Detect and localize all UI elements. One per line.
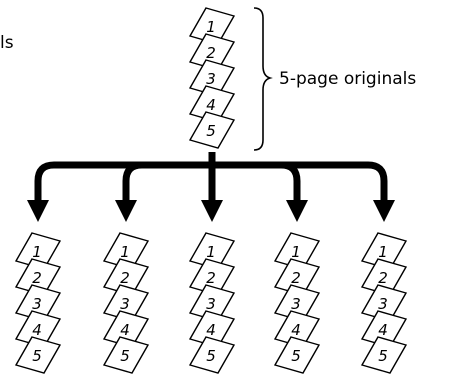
page-outline	[102, 336, 150, 374]
page-sheet: 5	[273, 336, 321, 374]
page-sheet: 5	[188, 111, 236, 149]
page-number: 2	[378, 269, 388, 287]
page-number: 1	[291, 243, 301, 261]
page-number: 5	[32, 347, 42, 365]
page-outline	[188, 336, 236, 374]
originals-brace	[253, 7, 273, 151]
arrow-to-copy-5	[212, 161, 388, 200]
page-number: 5	[378, 347, 388, 365]
page-number: 2	[206, 44, 216, 62]
copy-stack-3: 1 2 3 4 5	[188, 232, 236, 374]
truncated-label: ls	[0, 33, 14, 53]
page-outline	[360, 336, 408, 374]
copy-stack-2: 1 2 3 4 5	[102, 232, 150, 374]
originals-label: 5-page originals	[279, 69, 416, 89]
distribution-arrows	[34, 152, 388, 200]
arrow-to-copy-1	[34, 161, 212, 200]
page-number: 4	[32, 321, 42, 339]
page-number: 1	[206, 18, 216, 36]
arrow-to-copy-2	[122, 161, 212, 200]
arrow-to-copy-4	[212, 161, 301, 200]
page-number: 1	[32, 243, 42, 261]
page-number: 4	[378, 321, 388, 339]
original-page-stack: 1 2 3 4 5	[188, 7, 236, 149]
page-sheet: 5	[188, 336, 236, 374]
original-stack: 1 2 3 4 5	[188, 7, 236, 149]
page-number: 2	[291, 269, 301, 287]
page-number: 3	[378, 295, 388, 313]
page-number: 3	[120, 295, 130, 313]
page-outline	[188, 111, 236, 149]
page-outline	[273, 336, 321, 374]
arrowheads	[27, 200, 395, 222]
page-outline	[14, 336, 62, 374]
page-number: 5	[291, 347, 301, 365]
page-number: 1	[378, 243, 388, 261]
copy-stack-5: 1 2 3 4 5	[360, 232, 408, 374]
copy-stacks: 1 2 3 4 5 1 2 3 4 5 1 2 3 4 5 1 2 3 4 5 1 2 3 4 5	[14, 232, 408, 374]
page-number: 1	[206, 243, 216, 261]
page-number: 2	[32, 269, 42, 287]
page-number: 1	[120, 243, 130, 261]
page-number: 4	[206, 96, 216, 114]
page-number: 2	[206, 269, 216, 287]
page-number: 3	[206, 295, 216, 313]
page-number: 3	[291, 295, 301, 313]
page-number: 4	[291, 321, 301, 339]
page-sheet: 5	[14, 336, 62, 374]
page-sheet: 5	[102, 336, 150, 374]
page-number: 5	[120, 347, 130, 365]
copy-stack-4: 1 2 3 4 5	[273, 232, 321, 374]
page-number: 3	[206, 70, 216, 88]
page-number: 3	[32, 295, 42, 313]
page-number: 4	[206, 321, 216, 339]
page-sheet: 5	[360, 336, 408, 374]
page-number: 4	[120, 321, 130, 339]
page-number: 5	[206, 122, 216, 140]
page-number: 5	[206, 347, 216, 365]
page-number: 2	[120, 269, 130, 287]
copy-stack-1: 1 2 3 4 5	[14, 232, 62, 374]
